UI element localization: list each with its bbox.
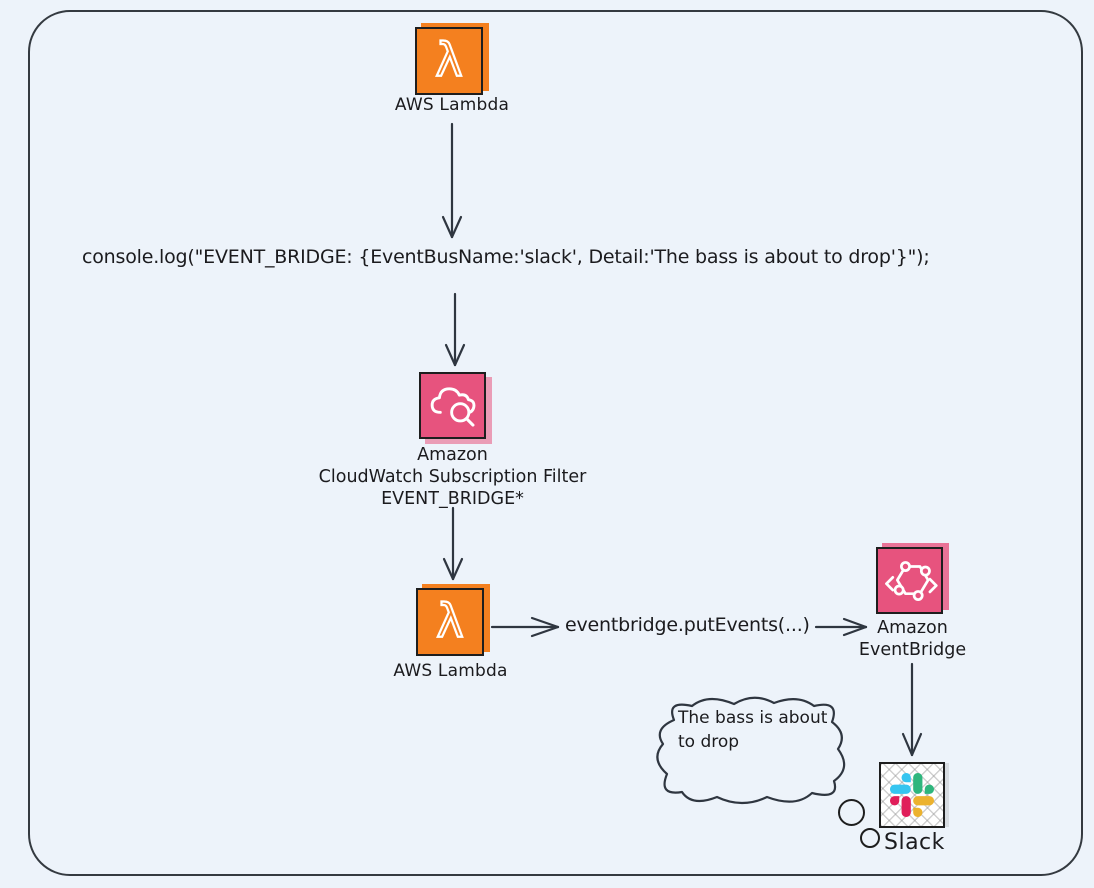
arrow-lambda-to-log	[441, 122, 463, 239]
slack-logo-icon	[890, 773, 934, 817]
cloudwatch-label-line1: Amazon	[417, 445, 488, 465]
arrow-cloudwatch-to-lambda	[442, 506, 464, 581]
lambda-glyph-icon: λ	[434, 32, 463, 88]
arrow-lambda-to-putevents	[490, 616, 560, 638]
lambda-bottom-icon: λ	[416, 588, 484, 656]
lambda-top-label: AWS Lambda	[394, 95, 510, 115]
slack-label: Slack	[884, 830, 945, 855]
putevents-text: eventbridge.putEvents(...)	[565, 614, 810, 636]
arrow-putevents-to-eventbridge	[814, 617, 868, 637]
cloud-magnifier-icon	[430, 386, 475, 427]
hexagon-network-icon	[884, 560, 938, 601]
lambda-glyph-icon: λ	[435, 593, 464, 649]
thought-bubble	[656, 696, 846, 805]
console-log-text: console.log("EVENT_BRIDGE: {EventBusName…	[82, 246, 930, 268]
arrow-log-to-cloudwatch	[444, 292, 466, 367]
lambda-bottom-label: AWS Lambda	[393, 661, 508, 681]
eventbridge-label-line2: EventBridge	[858, 640, 967, 660]
thought-bubble-text: The bass is about to drop	[678, 708, 828, 752]
eventbridge-label-line1: Amazon	[877, 618, 948, 638]
arrow-eventbridge-to-slack	[901, 662, 923, 757]
svg-text:λ: λ	[436, 594, 463, 648]
cloudwatch-label: Amazon CloudWatch Subscription Filter EV…	[312, 444, 593, 510]
thought-trail-circle-small	[860, 828, 880, 848]
diagram-frame	[28, 10, 1083, 876]
lambda-top-icon: λ	[415, 27, 483, 95]
cloudwatch-label-line2: CloudWatch Subscription Filter	[318, 467, 587, 487]
eventbridge-icon	[876, 547, 943, 614]
cloudwatch-icon	[419, 372, 486, 439]
cloudwatch-label-line3: EVENT_BRIDGE*	[381, 489, 524, 509]
svg-text:λ: λ	[435, 33, 462, 87]
thought-trail-circle-large	[838, 799, 865, 826]
slack-icon	[879, 762, 945, 828]
eventbridge-label: Amazon EventBridge	[840, 617, 985, 661]
